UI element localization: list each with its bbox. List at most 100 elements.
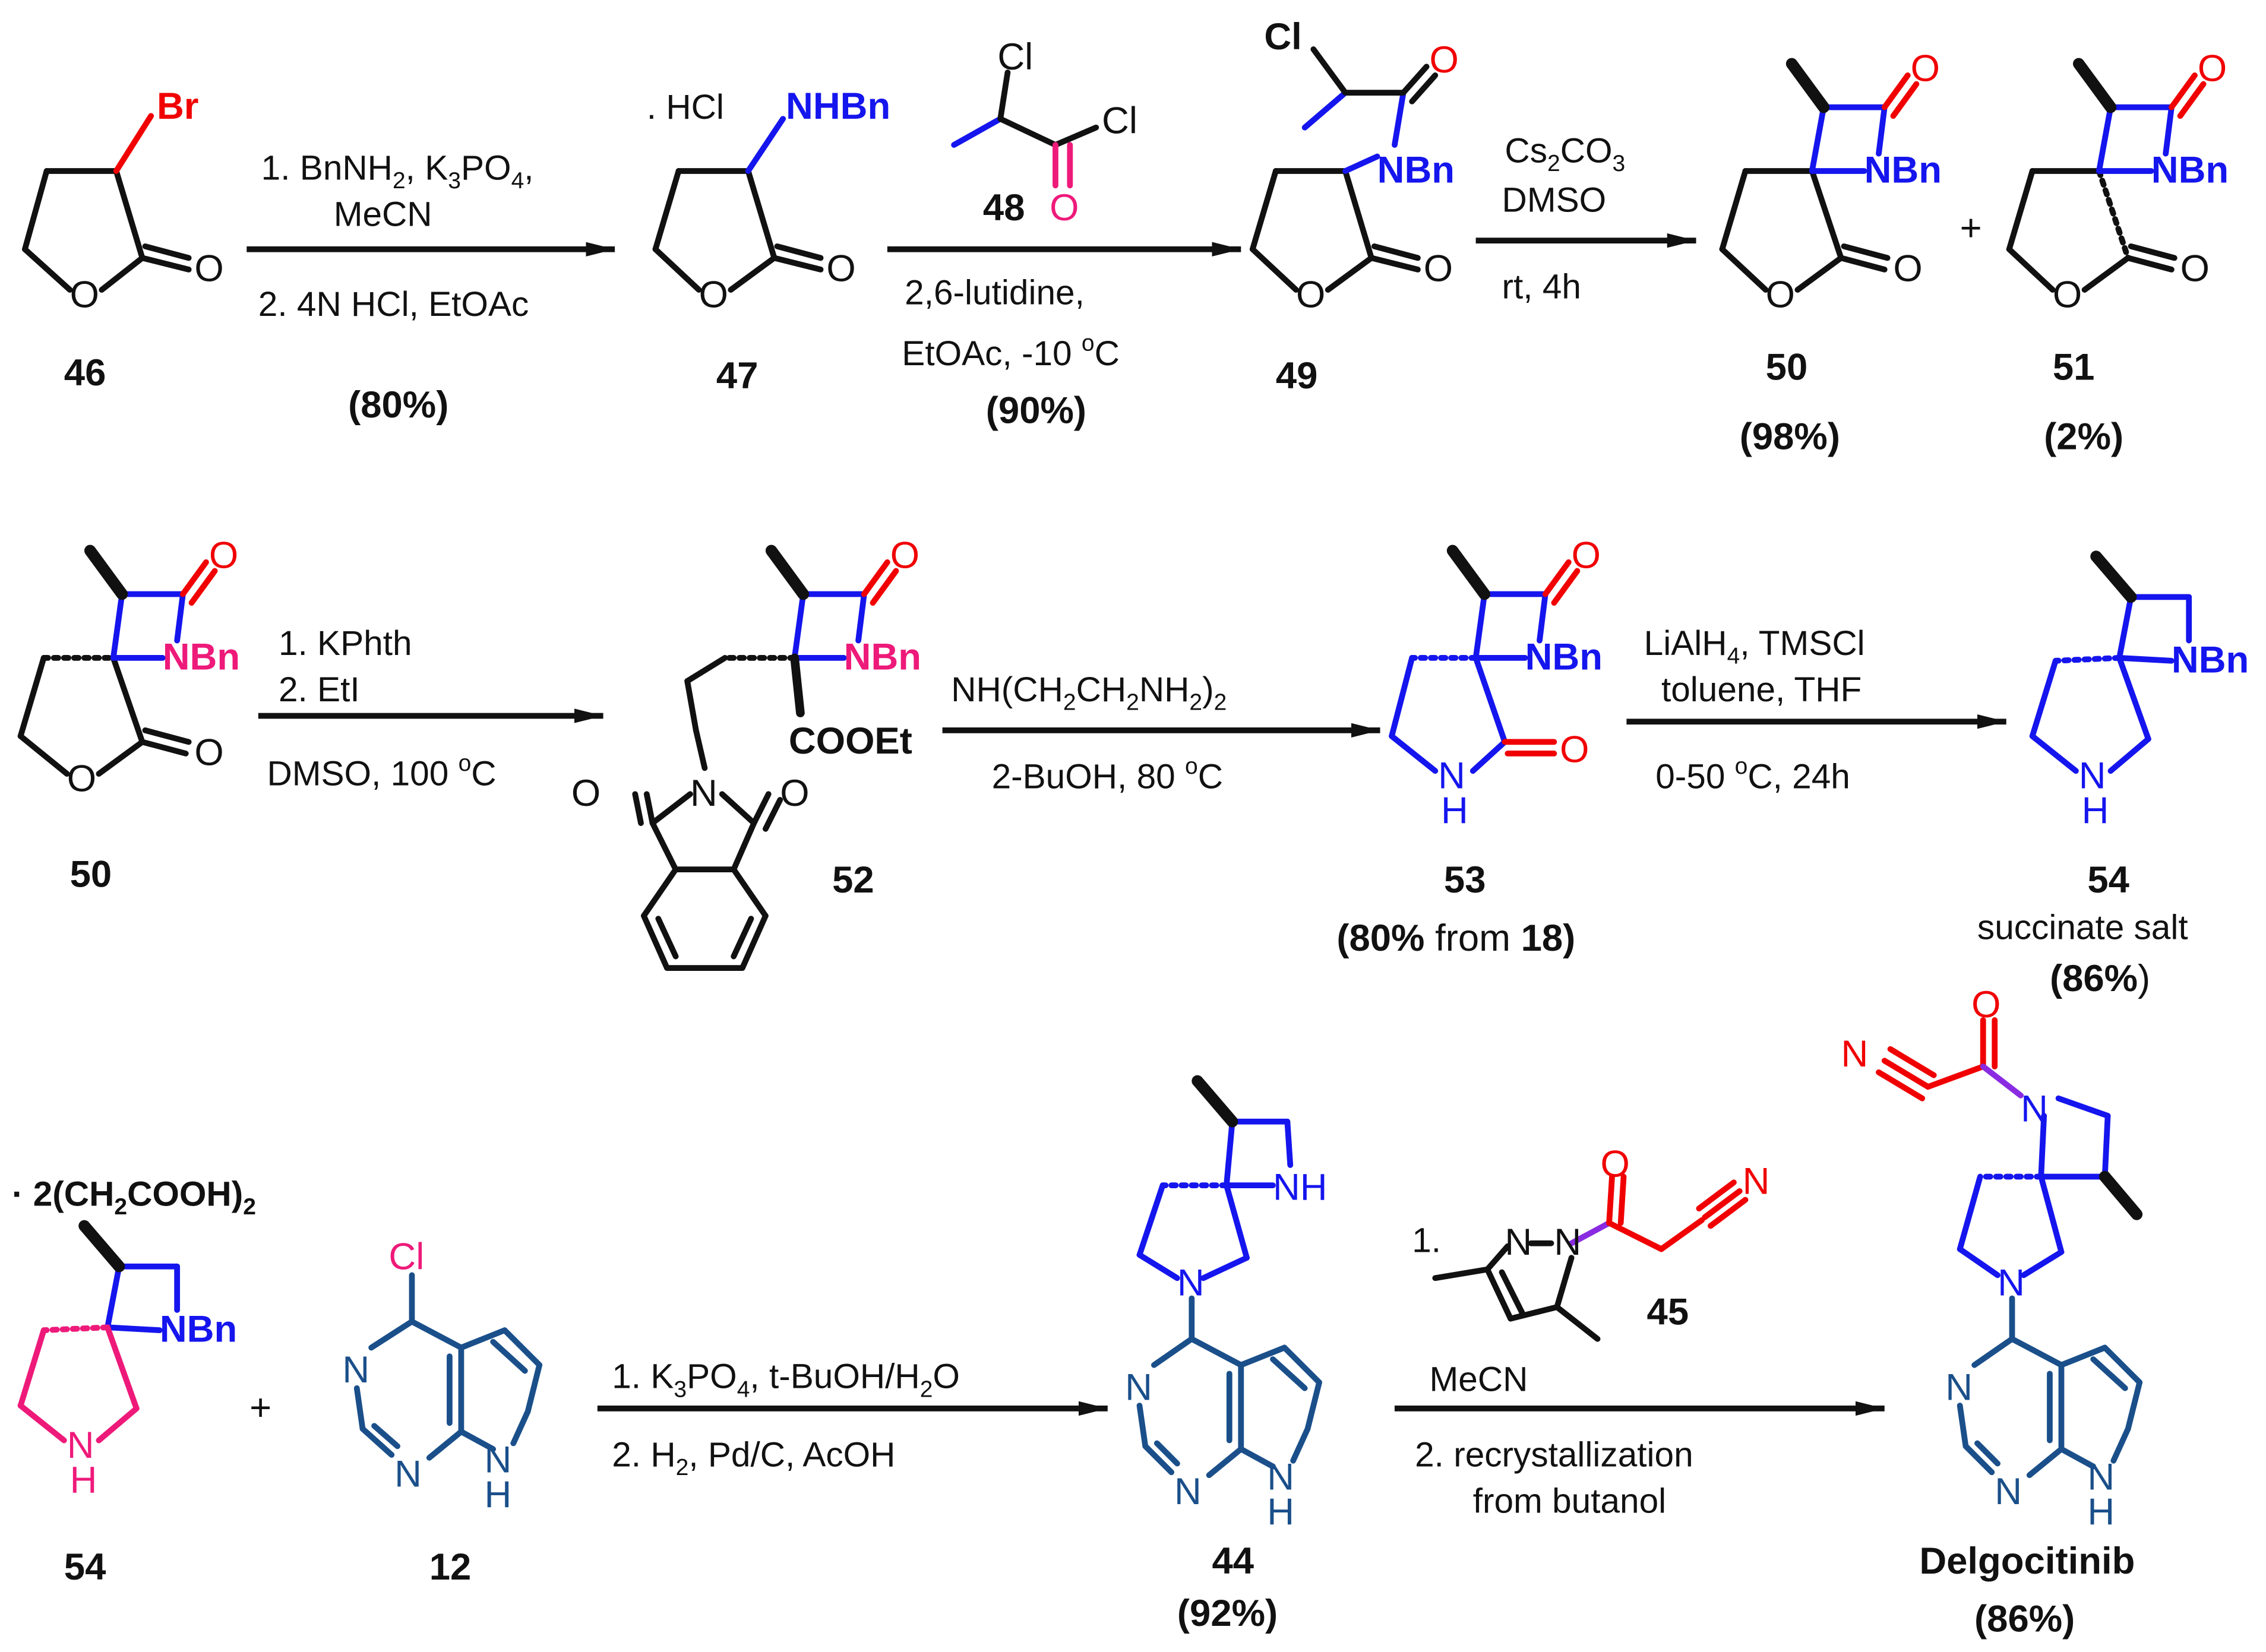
- c54-r2-label: 54: [2087, 859, 2129, 901]
- row3-step2-line2: 2. recrystallization: [1415, 1436, 1693, 1474]
- c44-n1: N: [1125, 1366, 1152, 1408]
- compound-50-row2: [17, 545, 218, 777]
- c53-yield: (80% from 18): [1336, 917, 1575, 959]
- c49-label: 49: [1276, 355, 1318, 397]
- c50-r1-o-ring: O: [1766, 274, 1795, 315]
- row2-step3-line3: 0-50 oC, 24h: [1655, 754, 1850, 796]
- c54-r3-salt: · 2(CH2COOH)2: [12, 1175, 256, 1220]
- c49-o-ring: O: [1296, 274, 1325, 315]
- row2-step2-line1: NH(CH2CH2NH2)2: [951, 670, 1227, 716]
- c45-step-num: 1.: [1412, 1221, 1441, 1259]
- c46-br: Br: [157, 86, 199, 127]
- step1-line2: MeCN: [334, 195, 432, 234]
- c52-label: 52: [832, 859, 874, 901]
- c54-r3-nbn: NBn: [160, 1309, 237, 1350]
- c54-r3-h: H: [70, 1459, 97, 1501]
- compound-46: [22, 113, 192, 293]
- step2-line1: 2,6-lutidine,: [905, 273, 1085, 312]
- c51-label: 51: [2053, 346, 2095, 388]
- delg-n2: N: [1995, 1471, 2022, 1512]
- compound-44: [1136, 1075, 1322, 1479]
- row2-step3-line2: toluene, THF: [1661, 670, 1862, 709]
- c52-o-lactam: O: [890, 535, 919, 577]
- c44-label: 44: [1212, 1540, 1254, 1582]
- c49-o-amide: O: [1430, 39, 1459, 81]
- row2-step1-line2: 2. EtI: [279, 670, 360, 709]
- delg-label: Delgocitinib: [1919, 1540, 2135, 1582]
- compound-delgocitinib: [1876, 1017, 2143, 1479]
- c45-n1: N: [1505, 1221, 1532, 1263]
- row2-step3-line1: LiAlH4, TMSCl: [1644, 624, 1865, 669]
- row3-step1-line1: 1. K3PO4, t-BuOH/H2O: [612, 1357, 960, 1403]
- c53-h: H: [1441, 790, 1468, 831]
- c50-r2-o-lactam: O: [209, 535, 238, 577]
- c46-label: 46: [64, 352, 106, 394]
- compound-12: [353, 1272, 543, 1461]
- step1-yield: (80%): [348, 384, 448, 426]
- compound-51: [2006, 58, 2207, 293]
- c50-r1-o-carbonyl: O: [1893, 248, 1922, 289]
- c45-label: 45: [1647, 1291, 1689, 1333]
- delg-cn: N: [1841, 1033, 1869, 1075]
- c46-o-ring: O: [70, 274, 99, 315]
- plus-row1: +: [1960, 207, 1982, 249]
- row2-step2-line2: 2-BuOH, 80 oC: [992, 754, 1223, 796]
- step2-yield: (90%): [986, 390, 1086, 432]
- compound-48: [951, 69, 1099, 189]
- c49-nbn: NBn: [1377, 149, 1455, 191]
- step1-line1: 1. BnNH2, K3PO4,: [261, 149, 534, 194]
- c50-r2-o-ring: O: [67, 758, 96, 799]
- row2-step1-line1: 1. KPhth: [279, 624, 412, 663]
- c51-o-ring: O: [2053, 274, 2082, 315]
- step3-line3: rt, 4h: [1502, 268, 1581, 306]
- c45-cn: N: [1743, 1161, 1770, 1202]
- c52-o2: O: [780, 773, 809, 814]
- c44-nh: N: [1267, 1457, 1294, 1498]
- c12-n1: N: [342, 1349, 369, 1391]
- c50-r1-yield: (98%): [1740, 416, 1840, 457]
- c51-nbn: NBn: [2151, 149, 2229, 191]
- delg-nh: N: [2087, 1457, 2115, 1498]
- c52-nbn: NBn: [844, 636, 921, 678]
- c12-n2: N: [394, 1454, 422, 1495]
- c54-r2-nbn: NBn: [2172, 639, 2249, 681]
- c44-h: H: [1267, 1491, 1294, 1533]
- delg-n-pyrrolidine: N: [1998, 1262, 2025, 1304]
- c50-r2-o-carbonyl: O: [194, 732, 223, 773]
- c45-n2: N: [1554, 1221, 1581, 1263]
- step3-line1: Cs2CO3: [1505, 131, 1625, 176]
- c51-o-carbonyl: O: [2180, 248, 2210, 289]
- delg-o: O: [1971, 984, 2000, 1026]
- delg-n1: N: [1945, 1366, 1973, 1408]
- c45-o: O: [1600, 1143, 1629, 1185]
- delg-yield: (86%): [1974, 1599, 2075, 1640]
- c50-r1-nbn: NBn: [1864, 149, 1942, 191]
- c47-o-carbonyl: O: [826, 248, 855, 289]
- c47-label: 47: [716, 355, 759, 397]
- c48-cl2: Cl: [1102, 100, 1137, 142]
- c47-salt: . HCl: [647, 88, 724, 126]
- c44-n2: N: [1174, 1471, 1202, 1512]
- step2-line2: EtOAc, -10 oC: [902, 331, 1120, 373]
- c52-cooet: COOEt: [789, 720, 912, 762]
- c51-o-lactam: O: [2198, 48, 2227, 90]
- delg-n-azetidine: N: [2021, 1088, 2048, 1130]
- compound-54-row2: [2029, 550, 2192, 774]
- c53-label: 53: [1444, 859, 1486, 901]
- c51-yield: (2%): [2044, 416, 2123, 457]
- row2-step1-line3: DMSO, 100 oC: [267, 751, 496, 793]
- c54-r2-sub: succinate salt: [1977, 908, 2188, 947]
- c48-o: O: [1050, 187, 1079, 229]
- c54-r3-nh: N: [67, 1425, 94, 1466]
- c48-label: 48: [983, 187, 1025, 229]
- c54-r3-label: 54: [64, 1546, 106, 1588]
- c12-cl: Cl: [388, 1236, 424, 1278]
- c50-r2-label: 50: [70, 853, 112, 895]
- c50-r2-nbn: NBn: [163, 636, 240, 678]
- row3-step1-line2: 2. H2, Pd/C, AcOH: [612, 1436, 895, 1481]
- compound-53: [1389, 545, 1581, 774]
- compound-49: [1249, 46, 1439, 293]
- c44-nh-azetidine: NH: [1273, 1167, 1328, 1208]
